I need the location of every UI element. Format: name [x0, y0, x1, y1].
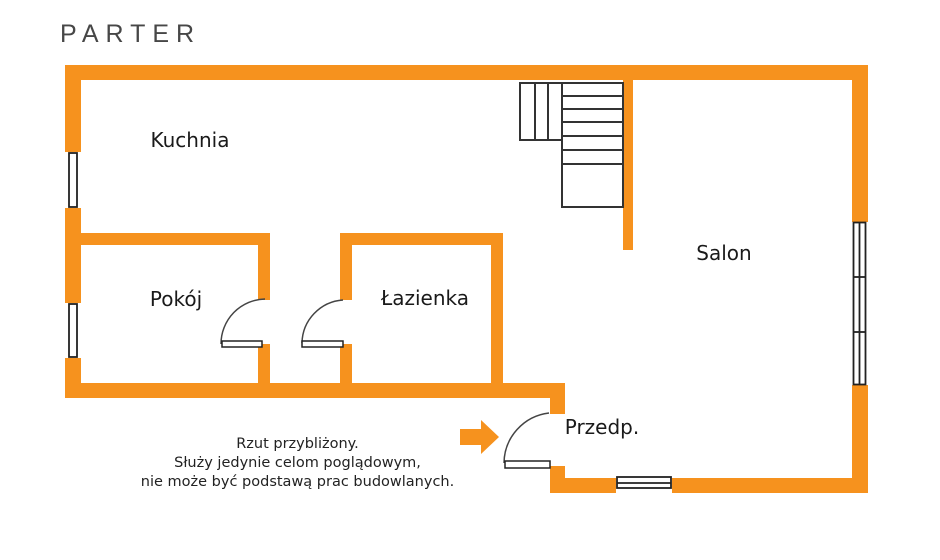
room-label-pokoj: Pokój — [149, 287, 203, 311]
door-pokoj — [220, 298, 266, 348]
wall-stairs — [623, 80, 633, 250]
disclaimer-line-3: nie może być podstawą prac budowlanych. — [140, 474, 455, 490]
wall-bottom-hall — [550, 478, 868, 493]
stairs-lower-flight — [561, 82, 624, 208]
entrance-right-arrow-icon — [460, 420, 499, 454]
stairs — [519, 82, 624, 208]
window-right-salon — [852, 221, 868, 386]
disclaimer-line-2: Służy jedynie celom poglądowym, — [174, 455, 421, 471]
window-bottom-hall — [616, 476, 672, 493]
disclaimer-note: Rzut przybliżony. Służy jedynie celom po… — [135, 435, 460, 492]
room-label-lazienka: Łazienka — [380, 286, 470, 310]
wall-top — [65, 65, 868, 80]
wall-lazienka-right — [491, 245, 503, 383]
room-label-kuchnia: Kuchnia — [150, 128, 230, 152]
windows — [65, 152, 868, 493]
wall-lazienka-top — [340, 233, 503, 245]
room-label-przedpokoj: Przedp. — [564, 415, 640, 439]
wall-entrance-lower — [550, 466, 565, 493]
stairs-landing — [561, 163, 624, 208]
stairs-upper-flight — [519, 82, 563, 141]
door-entrance — [503, 412, 551, 469]
walls — [65, 65, 868, 493]
doors — [220, 298, 551, 469]
wall-entrance-upper — [550, 383, 565, 414]
wall-pokoj-top — [81, 233, 270, 245]
window-left-kitchen — [65, 152, 81, 208]
wall-lazienka-left-upper — [340, 245, 352, 300]
wall-bottom-main — [65, 383, 565, 398]
wall-pokoj-right-upper — [258, 245, 270, 300]
room-label-salon: Salon — [696, 241, 752, 265]
page-title: PARTER — [60, 20, 202, 48]
wall-lazienka-left-lower — [340, 344, 352, 383]
disclaimer-line-1: Rzut przybliżony. — [236, 436, 359, 452]
door-lazienka — [301, 299, 344, 348]
window-left-pokoj — [65, 303, 81, 358]
wall-pokoj-right-lower — [258, 344, 270, 383]
